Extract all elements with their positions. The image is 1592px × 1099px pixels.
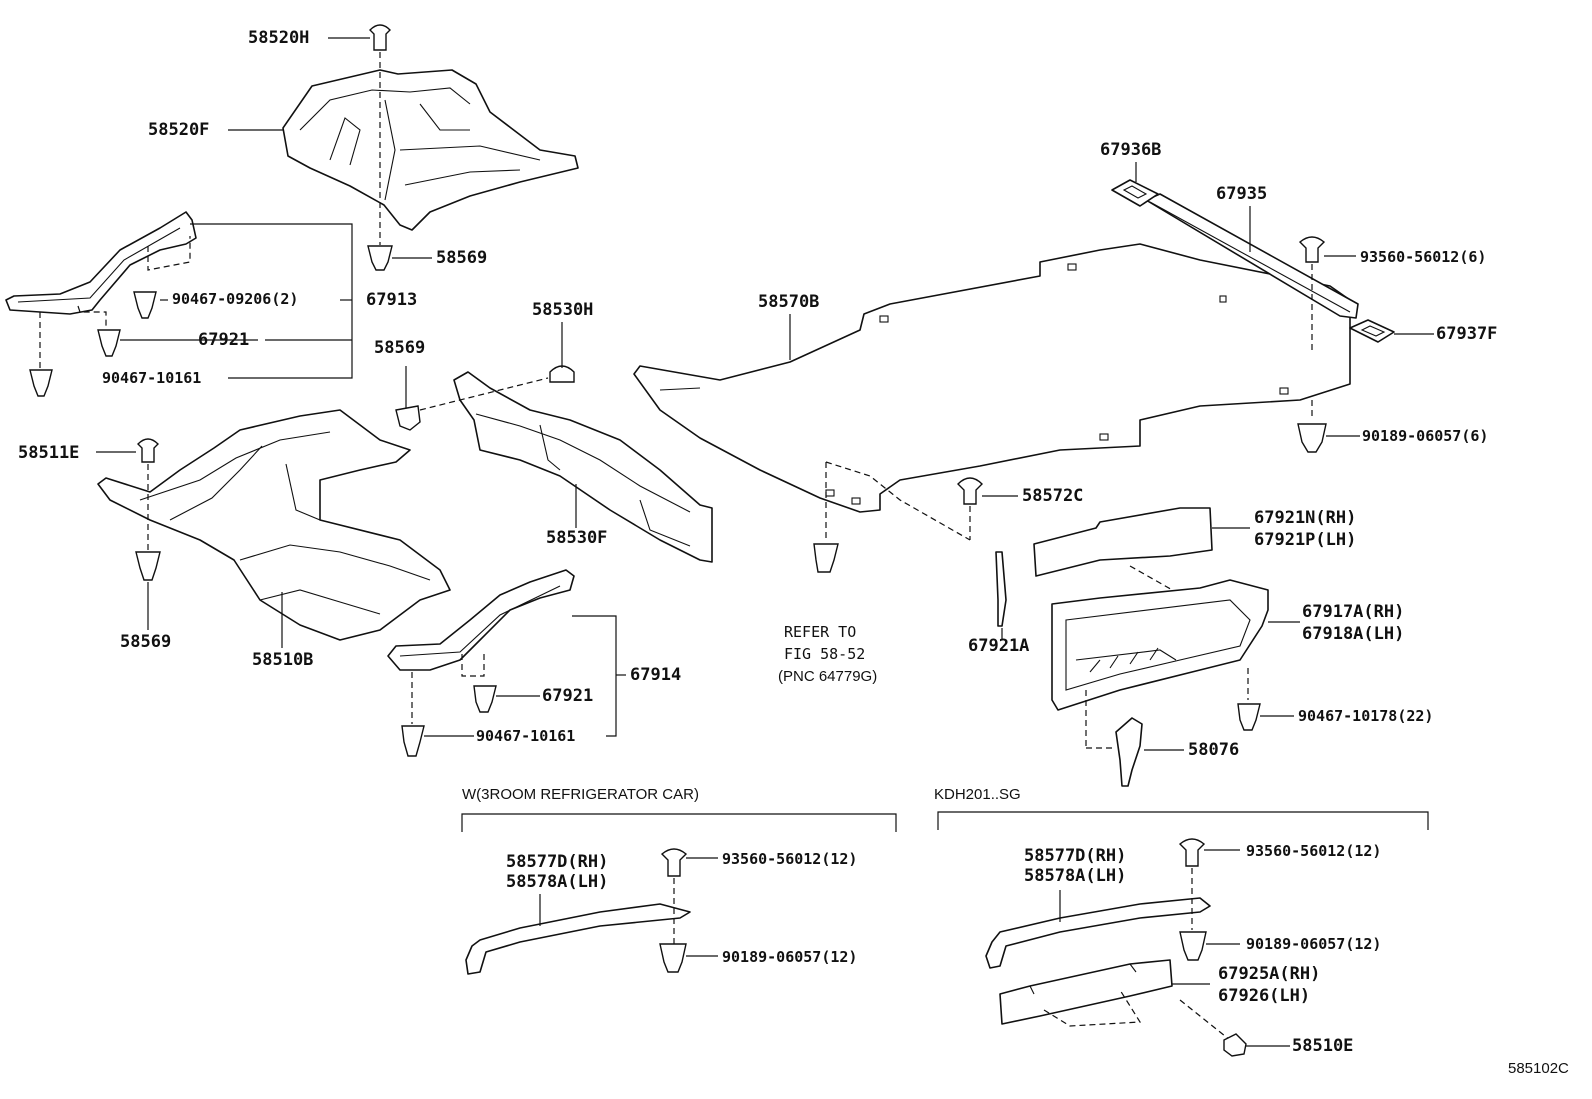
label-93560-6: 93560-56012(6) <box>1360 248 1487 266</box>
label-67913: 67913 <box>366 290 418 310</box>
figure-id: 585102C <box>1508 1060 1569 1077</box>
floor-mat-58510b <box>97 409 451 641</box>
strip-67921a <box>995 551 1007 627</box>
label-67925a: 67925A(RH) <box>1218 964 1321 984</box>
clip-58520h-icon <box>369 24 391 51</box>
label-67917a: 67917A(RH) <box>1302 602 1405 622</box>
label-58510b: 58510B <box>252 650 314 670</box>
clip-90467-09206-icon <box>133 291 157 319</box>
label-90467-09206: 90467-09206(2) <box>172 290 299 308</box>
label-67921a: 67921A <box>968 636 1030 656</box>
clip-67921-upper-icon <box>97 329 121 357</box>
label-58569-lower: 58569 <box>120 632 172 652</box>
label-67926: 67926(LH) <box>1218 986 1311 1006</box>
refer-note-line3: (PNC 64779G) <box>778 668 878 685</box>
clip-58569-lower-icon <box>135 551 161 581</box>
label-90189-6: 90189-06057(6) <box>1362 427 1489 445</box>
clip-67921-lower-icon <box>473 685 497 713</box>
label-90467-10178: 90467-10178(22) <box>1298 707 1434 725</box>
label-67937f: 67937F <box>1436 324 1498 344</box>
label-67936b: 67936B <box>1100 140 1162 160</box>
label-58511e: 58511E <box>18 443 80 463</box>
pad-67936b <box>1111 179 1159 207</box>
hook-58076 <box>1115 717 1143 787</box>
label-90189-12b: 90189-06057(12) <box>1246 935 1382 953</box>
label-58530f: 58530F <box>546 528 608 548</box>
clip-refer-icon <box>813 543 839 573</box>
rail-58577d-refrigerator <box>465 903 691 975</box>
label-90189-12a: 90189-06057(12) <box>722 948 858 966</box>
tunnel-cover-58530f <box>453 371 713 563</box>
screw-58510e-icon <box>1223 1033 1247 1057</box>
label-90467-10161-upper: 90467-10161 <box>102 369 202 387</box>
section-bracket-refrigerator <box>461 813 897 832</box>
clip-90467-10161-lower-icon <box>401 725 425 757</box>
tray-67917a <box>1051 579 1269 711</box>
clip-90189-12b-icon <box>1179 931 1207 961</box>
label-67935: 67935 <box>1216 184 1268 204</box>
screw-93560-6-icon <box>1298 236 1326 263</box>
pad-67937f <box>1349 319 1395 343</box>
label-58569-mid: 58569 <box>374 338 426 358</box>
panel-67925a <box>999 959 1173 1025</box>
label-58570b: 58570B <box>758 292 820 312</box>
rail-58577d-kdh <box>985 897 1211 969</box>
floor-mat-58520f <box>282 69 579 231</box>
label-58578a-b: 58578A(LH) <box>1024 866 1127 886</box>
label-67918a: 67918A(LH) <box>1302 624 1405 644</box>
label-58577d-a: 58577D(RH) <box>506 852 609 872</box>
label-58578a-a: 58578A(LH) <box>506 872 609 892</box>
label-58577d-b: 58577D(RH) <box>1024 846 1127 866</box>
label-58520h: 58520H <box>248 28 310 48</box>
clip-90467-10178-icon <box>1237 703 1261 731</box>
clip-58569-mid-icon <box>395 405 421 431</box>
clip-58511e-icon <box>137 438 159 463</box>
label-93560-12a: 93560-56012(12) <box>722 850 858 868</box>
label-58530h: 58530H <box>532 300 594 320</box>
clip-90467-10161-upper-icon <box>29 369 53 397</box>
label-58510e: 58510E <box>1292 1036 1354 1056</box>
label-58520f: 58520F <box>148 120 210 140</box>
clip-90189-12a-icon <box>659 943 687 973</box>
label-67914: 67914 <box>630 665 682 685</box>
label-58076: 58076 <box>1188 740 1240 760</box>
section-title-refrigerator: W(3ROOM REFRIGERATOR CAR) <box>462 786 699 803</box>
label-90467-10161-lower: 90467-10161 <box>476 727 576 745</box>
label-67921n: 67921N(RH) <box>1254 508 1357 528</box>
label-58569-top: 58569 <box>436 248 488 268</box>
refer-note-line1: REFER TO <box>784 623 857 641</box>
section-title-kdh: KDH201..SG <box>934 786 1021 803</box>
refer-note-line2: FIG 58-52 <box>784 645 866 663</box>
label-67921-upper: 67921 <box>198 330 250 350</box>
clip-58569-top-icon <box>367 245 393 271</box>
step-plate-67914 <box>387 569 575 671</box>
clip-58572c-icon <box>957 477 983 505</box>
floor-board-58570b <box>633 243 1351 513</box>
clip-90189-6-icon <box>1297 423 1327 453</box>
label-67921-lower: 67921 <box>542 686 594 706</box>
label-67921p: 67921P(LH) <box>1254 530 1357 550</box>
label-93560-12b: 93560-56012(12) <box>1246 842 1382 860</box>
step-plate-67913 <box>5 211 197 315</box>
screw-93560-12b-icon <box>1178 838 1206 867</box>
clip-58530h-icon <box>549 365 575 383</box>
label-58572c: 58572C <box>1022 486 1084 506</box>
section-bracket-kdh <box>937 811 1429 830</box>
screw-93560-12a-icon <box>660 848 688 877</box>
pad-67921n <box>1033 507 1213 577</box>
